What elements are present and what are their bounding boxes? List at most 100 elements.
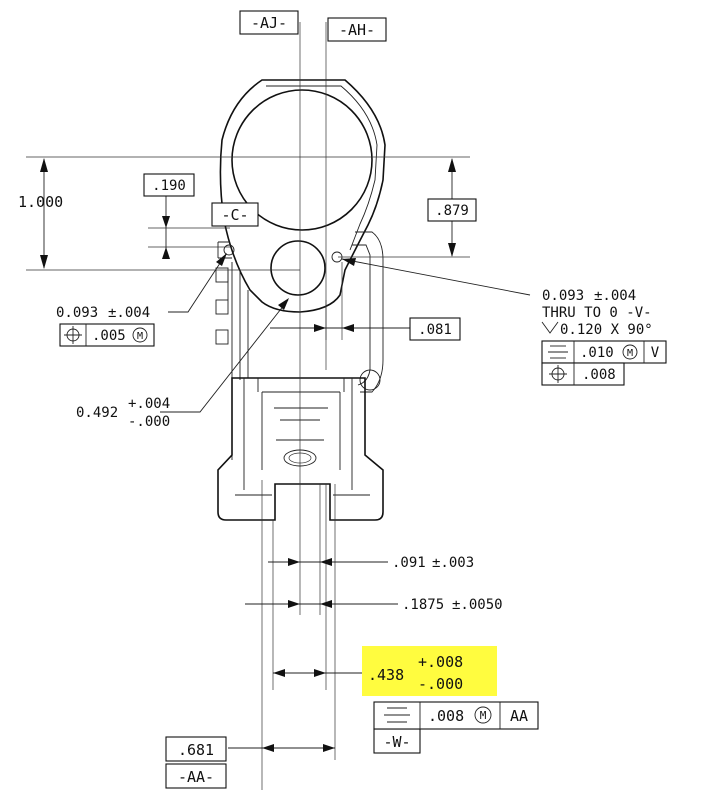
fcf-left-mmc-label: M: [137, 331, 143, 342]
ring-housing-outline: [219, 79, 386, 313]
lower-body-inner: [235, 378, 370, 496]
dim-081-arrow-left: [314, 324, 326, 332]
dim-681-arrow-left: [262, 744, 274, 752]
datum-w-label: -W-: [383, 733, 410, 751]
dim-438-arrow-left: [273, 669, 285, 677]
fcf-bottom-datum-aa: AA: [510, 707, 528, 725]
fcf-bottom-tolerance: .008: [428, 707, 464, 725]
leader-bore-arrow: [278, 298, 289, 310]
hole-right-nominal: 0.093: [542, 288, 584, 304]
slot-1875-nominal: .1875: [402, 597, 444, 613]
right-rib-knob: [359, 369, 381, 391]
mmc-icon-bottom: [474, 706, 492, 724]
slot-438-minus: -.000: [418, 675, 463, 693]
fcf-bottom-frame: [373, 701, 539, 730]
dim-190-text: .190: [152, 178, 186, 194]
bore-plus: +.004: [128, 396, 170, 412]
hole-right-csk: 0.120 X 90°: [560, 322, 653, 338]
dim-879-arrow-top: [448, 158, 456, 172]
right-rib-inner: [352, 244, 371, 386]
dim-1000-arrow-top: [40, 158, 48, 172]
leader-bore: [160, 299, 289, 413]
ring-housing-inner-outline: [266, 85, 378, 251]
slot-1875-tolerance: ±.0050: [452, 597, 503, 613]
lower-body-outline: [217, 377, 384, 521]
datum-ah-box: [327, 17, 387, 42]
datum-ah-label: -AH-: [339, 21, 375, 39]
dim-081-box: [409, 317, 461, 341]
dim-1875-arrow-right: [320, 600, 332, 608]
dim-190-box: [143, 173, 195, 197]
position-icon-right: [549, 365, 567, 383]
leader-left-hole: [168, 253, 227, 313]
left-rib: [227, 262, 249, 460]
slot-438-nominal: .438: [368, 666, 404, 684]
dim-879-arrow-bottom: [448, 243, 456, 257]
right-rib: [355, 231, 384, 393]
left-tab-3: [215, 329, 229, 345]
dim-190-arrow-bottom: [162, 247, 170, 259]
fcf-right-sym-tolerance: .010: [580, 345, 614, 361]
dim-1000-text: 1.000: [18, 193, 63, 211]
part-outline: [215, 79, 386, 521]
slot-091-tolerance: ±.003: [432, 555, 474, 571]
dim-081-arrow-right: [342, 324, 354, 332]
highlight-438: [362, 646, 497, 696]
fcf-right-datum-v: V: [651, 345, 660, 361]
mmc-icon-right: [622, 344, 638, 360]
hole-right-thru: THRU TO 0 -V-: [542, 305, 652, 321]
large-bore: [231, 89, 373, 231]
dim-081-text: .081: [418, 322, 452, 338]
datum-aj-label: -AJ-: [251, 14, 287, 32]
datum-c-box: [211, 202, 259, 227]
dimension-texts: 1.000 .190 .879 .081 .681 0.093 ±.004 0.…: [18, 173, 653, 762]
dimensions: [40, 158, 531, 752]
position-icon: [64, 326, 82, 344]
symmetry-icon: [548, 345, 568, 359]
dim-681-box: [165, 736, 227, 762]
fcf-bottom: .008 M AA: [373, 701, 539, 730]
hole-left-tolerance: ±.004: [108, 305, 150, 321]
fcf-left-tolerance: .005: [92, 328, 126, 344]
leader-right-hole-arrow: [342, 258, 356, 266]
fcf-right-mmc-label: M: [627, 348, 633, 359]
dim-681-text: .681: [178, 741, 214, 759]
datum-aj-box: [239, 10, 299, 35]
dim-091-arrow-left: [288, 558, 300, 566]
fcf-left: .005 M: [59, 323, 155, 347]
mmc-icon: [132, 327, 148, 343]
leader-right-hole: [341, 258, 531, 296]
fcf-right-row2: [541, 362, 625, 386]
datum-tags: -AJ- -AH- -C- -AA- -W-: [165, 10, 421, 789]
slot-438-plus: +.008: [418, 653, 463, 671]
leader-left-hole-arrow: [216, 253, 227, 266]
left-tab-2: [215, 299, 229, 315]
small-bore: [270, 240, 326, 296]
datum-aa-box: [165, 763, 227, 789]
symmetry-icon-bottom: [384, 707, 410, 723]
dim-1875-arrow-left: [288, 600, 300, 608]
bore-minus: -.000: [128, 414, 170, 430]
countersink-icon: [541, 321, 559, 334]
fcf-left-frame: [59, 323, 155, 347]
dim-091-arrow-right: [320, 558, 332, 566]
fcf-right: .010 M V .008: [541, 340, 667, 386]
hole-left-nominal: 0.093: [56, 305, 98, 321]
dim-879-text: .879: [435, 203, 469, 219]
dim-879-box: [427, 198, 477, 222]
hole-right-tolerance: ±.004: [594, 288, 636, 304]
left-tab-1: [215, 267, 229, 283]
datum-w-box: [373, 728, 421, 754]
datum-aa-label: -AA-: [178, 768, 214, 786]
dim-1000-arrow-bottom: [40, 255, 48, 269]
dim-438-arrow-right: [314, 669, 326, 677]
pin-hole-left: [223, 244, 235, 256]
datum-c-label: -C-: [221, 206, 248, 224]
bore-nominal: 0.492: [76, 405, 118, 421]
fcf-bottom-mmc-label: M: [480, 709, 487, 722]
dim-190-arrow-top: [162, 216, 170, 228]
center-lines: [26, 22, 470, 790]
dim-681-arrow-right: [323, 744, 335, 752]
slot-091-nominal: .091: [392, 555, 426, 571]
